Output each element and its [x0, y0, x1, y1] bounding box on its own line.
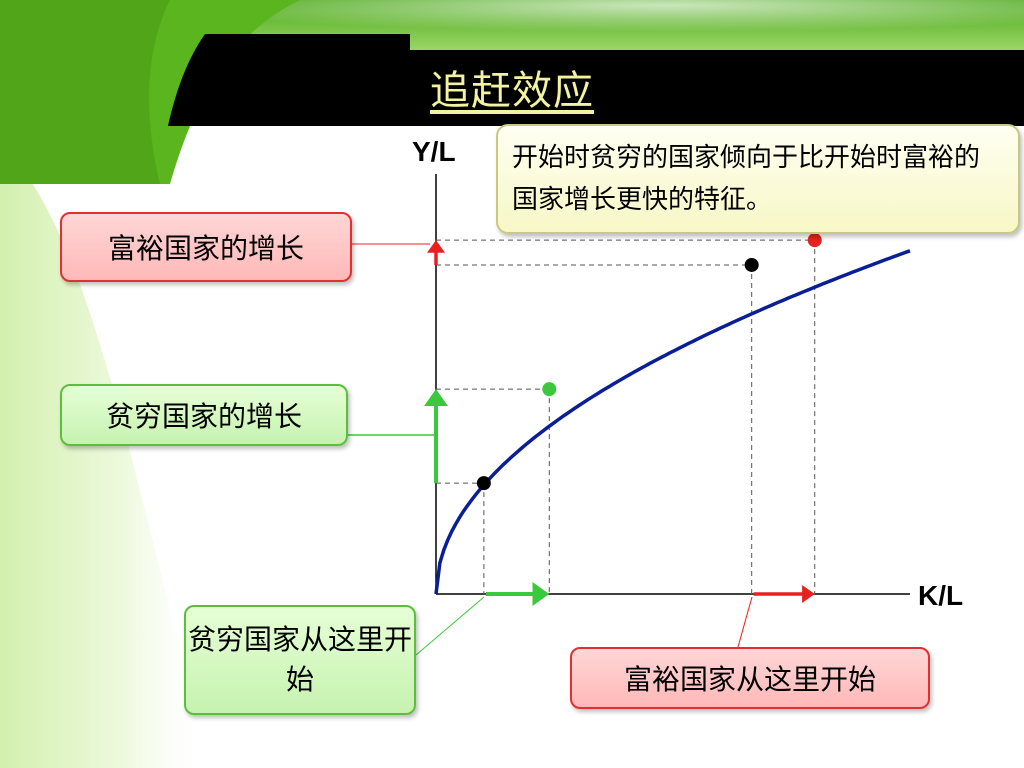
growth-arrows	[424, 240, 815, 606]
slide-title: 追赶效应	[430, 68, 594, 114]
x-arrow-head-green	[532, 582, 550, 606]
callout-connectors	[348, 243, 753, 656]
definition-note: 开始时贫穷的国家倾向于比开始时富裕的国家增长更快的特征。	[496, 124, 1020, 234]
poor-growth-callout: 贫穷国家的增长	[60, 384, 348, 446]
rich-start-label: 富裕国家从这里开始	[623, 663, 876, 696]
poor-start-callout: 贫穷国家从这里开始	[184, 605, 416, 715]
poor-growth-label: 贫穷国家的增长	[105, 400, 302, 433]
poor-start-connector	[415, 596, 485, 656]
definition-text: 开始时贫穷的国家倾向于比开始时富裕的国家增长更快的特征。	[512, 143, 981, 215]
rich-start-callout: 富裕国家从这里开始	[570, 647, 930, 709]
data-points	[476, 233, 822, 491]
rich-growth-label: 富裕国家的增长	[107, 232, 304, 265]
data-point-2-black	[744, 257, 759, 272]
data-point-3-red	[807, 233, 822, 248]
y-axis-label: Y/L	[412, 136, 456, 167]
rich-start-connector	[737, 596, 753, 648]
poor-start-label: 贫穷国家从这里开始	[187, 623, 412, 696]
data-point-0-black	[476, 476, 491, 491]
x-axis-label: K/L	[918, 580, 964, 611]
y-arrow-head-green	[424, 389, 448, 406]
y-arrow-head-red	[427, 240, 445, 253]
data-point-1-green	[542, 382, 557, 397]
guide-lines	[436, 239, 816, 594]
rich-growth-callout: 富裕国家的增长	[60, 212, 352, 282]
production-curve	[434, 249, 911, 595]
x-arrow-head-red	[802, 585, 815, 603]
